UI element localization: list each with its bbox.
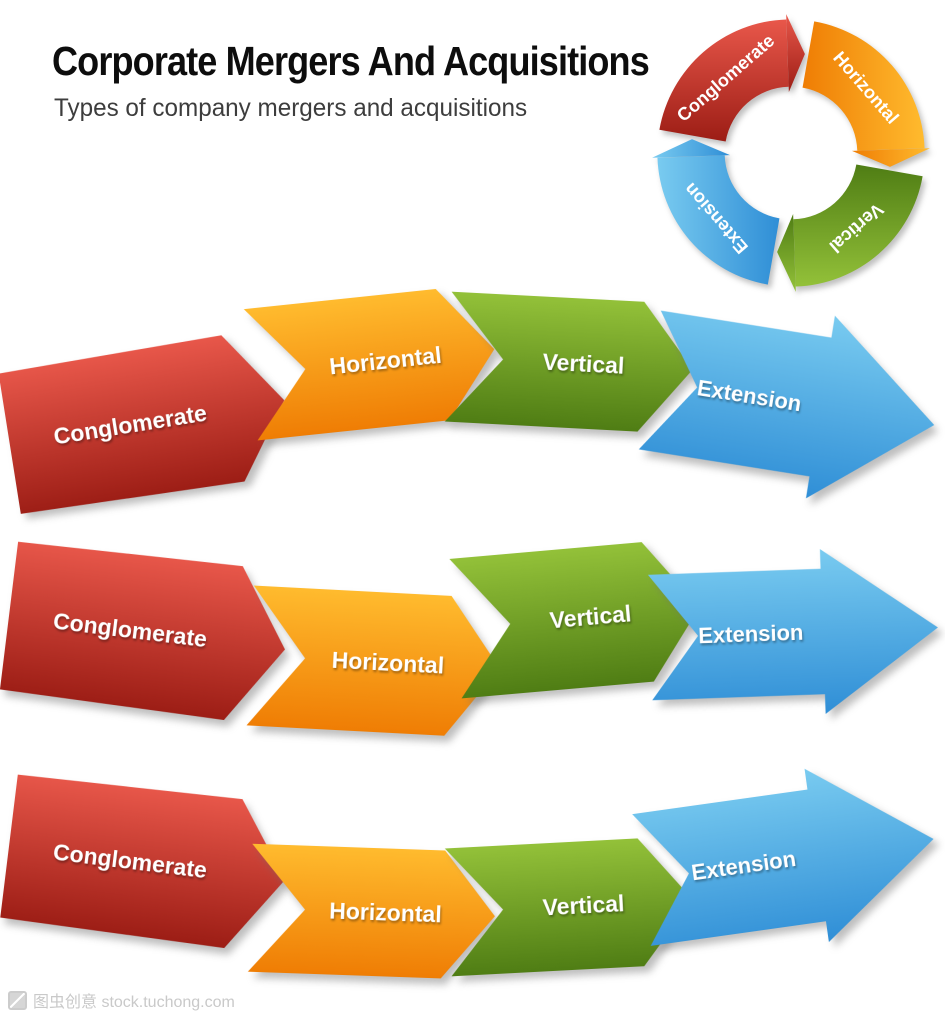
donut-segment-horizontal [802, 21, 930, 167]
chevron-label: Vertical [541, 889, 626, 920]
page-title: Corporate Mergers And Acquisitions [52, 38, 650, 84]
chevron-label: Extension [689, 845, 798, 885]
arrowhead-icon [777, 213, 796, 292]
chevron-label: Extension [695, 374, 804, 416]
arrowhead-icon [786, 14, 805, 93]
donut-segment-vertical [777, 164, 923, 292]
chevron-label: Horizontal [328, 896, 443, 927]
chevron-extension-row3: Extension [629, 752, 945, 966]
chevron-label: Horizontal [331, 646, 445, 679]
page-subtitle: Types of company mergers and acquisition… [54, 94, 528, 122]
watermark-text: 图虫创意 stock.tuchong.com [33, 994, 235, 1011]
arrowhead-icon [851, 148, 930, 167]
chevron-shape: Extension [629, 752, 945, 966]
donut-segment-extension [652, 139, 780, 285]
chevron-label: Vertical [548, 599, 633, 633]
chevron-label: Conglomerate [51, 607, 209, 653]
watermark: 图虫创意 stock.tuchong.com [8, 988, 235, 1012]
donut-chart: Conglomerate Horizontal Vertical Extensi… [652, 14, 930, 292]
chevron-label: Conglomerate [51, 399, 209, 450]
chevron-extension-row2: Extension [647, 545, 941, 720]
chevron-label: Conglomerate [51, 838, 209, 883]
chevron-extension-row1: Extension [635, 289, 945, 517]
donut-segment-conglomerate [659, 14, 805, 142]
chevron-label: Vertical [541, 348, 626, 379]
chevron-label: Horizontal [328, 341, 443, 379]
chevron-label: Extension [697, 619, 804, 648]
chevron-shape: Extension [647, 545, 941, 720]
watermark-logo-icon [8, 990, 27, 1010]
arrowhead-icon [652, 139, 731, 158]
chevron-shape: Extension [635, 289, 945, 517]
